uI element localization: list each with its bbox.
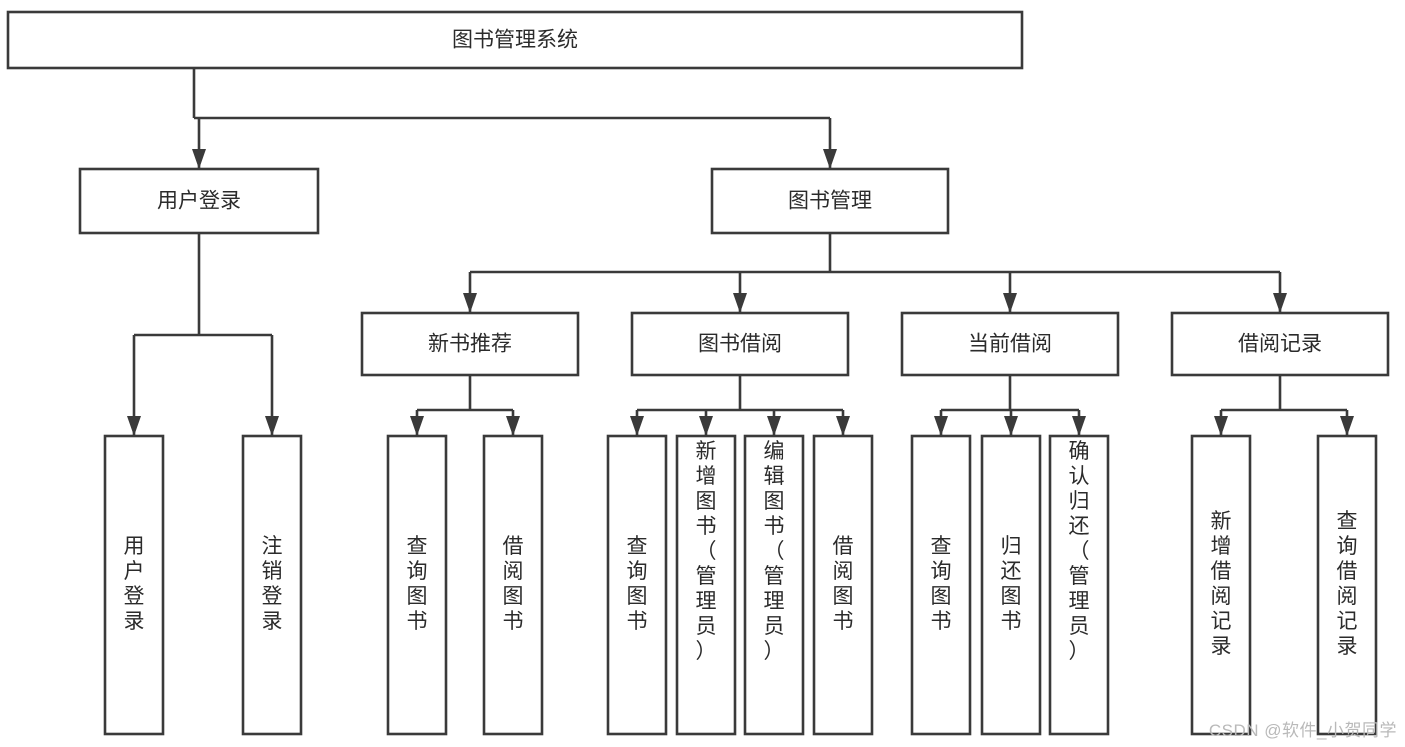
node-label: 查询图书: [407, 535, 428, 633]
node-label: 查询图书: [931, 535, 952, 633]
node-leaf-6[interactable]: 编辑图书（管理员）: [743, 434, 805, 736]
node-level1-1[interactable]: 图书管理: [710, 167, 950, 235]
arrow-head-icon: [1273, 293, 1287, 313]
node-box: [630, 311, 850, 377]
node-box: [482, 434, 544, 736]
node-leaf-8[interactable]: 查询图书: [910, 434, 972, 736]
node-label: 确认归还（管理员）: [1069, 440, 1090, 663]
arrow-head-icon: [1072, 416, 1086, 436]
arrow-head-icon: [699, 416, 713, 436]
diagram-nodes: 图书管理系统用户登录图书管理新书推荐图书借阅当前借阅借阅记录用户登录注销登录查询…: [6, 10, 1390, 736]
node-label: 借阅记录: [1238, 333, 1322, 356]
node-root[interactable]: 图书管理系统: [6, 10, 1024, 70]
node-box: [1190, 434, 1252, 736]
arrow-head-icon: [934, 416, 948, 436]
arrow-head-icon: [1214, 416, 1228, 436]
node-box: [241, 434, 303, 736]
node-box: [812, 434, 874, 736]
arrow-head-icon: [192, 149, 206, 169]
node-leaf-0[interactable]: 用户登录: [103, 434, 165, 736]
node-leaf-12[interactable]: 查询借阅记录: [1316, 434, 1378, 736]
node-label: 编辑图书（管理员）: [764, 440, 785, 663]
node-leaf-4[interactable]: 查询图书: [606, 434, 668, 736]
node-label: 借阅图书: [503, 535, 524, 633]
arrow-head-icon: [410, 416, 424, 436]
node-box: [980, 434, 1042, 736]
node-box: [1170, 311, 1390, 377]
node-box: [360, 311, 580, 377]
arrow-head-icon: [836, 416, 850, 436]
node-leaf-11[interactable]: 新增借阅记录: [1190, 434, 1252, 736]
node-label: 当前借阅: [968, 333, 1052, 356]
node-label: 查询图书: [627, 535, 648, 633]
node-leaf-1[interactable]: 注销登录: [241, 434, 303, 736]
node-box: [900, 311, 1120, 377]
node-label: 用户登录: [157, 190, 241, 213]
connector-edges: [127, 68, 1354, 436]
arrow-head-icon: [823, 149, 837, 169]
node-label: 新书推荐: [428, 333, 512, 356]
arrow-head-icon: [630, 416, 644, 436]
node-leaf-5[interactable]: 新增图书（管理员）: [675, 434, 737, 736]
arrow-head-icon: [463, 293, 477, 313]
arrow-head-icon: [127, 416, 141, 436]
node-box: [910, 434, 972, 736]
node-label: 借阅图书: [833, 535, 854, 633]
node-label: 用户登录: [124, 535, 145, 633]
node-label: 图书管理系统: [452, 29, 578, 52]
arrow-head-icon: [733, 293, 747, 313]
node-label: 归还图书: [1001, 535, 1022, 633]
node-label: 图书借阅: [698, 333, 782, 356]
node-box: [606, 434, 668, 736]
node-level2-3[interactable]: 借阅记录: [1170, 311, 1390, 377]
node-box: [675, 434, 737, 736]
node-level2-2[interactable]: 当前借阅: [900, 311, 1120, 377]
arrow-head-icon: [1340, 416, 1354, 436]
arrow-head-icon: [1003, 293, 1017, 313]
node-label: 查询借阅记录: [1337, 510, 1358, 658]
node-leaf-10[interactable]: 确认归还（管理员）: [1048, 434, 1110, 736]
node-level1-0[interactable]: 用户登录: [78, 167, 320, 235]
node-box: [710, 167, 950, 235]
node-label: 新增图书（管理员）: [696, 440, 717, 663]
node-box: [386, 434, 448, 736]
node-leaf-3[interactable]: 借阅图书: [482, 434, 544, 736]
node-box: [743, 434, 805, 736]
node-box: [103, 434, 165, 736]
watermark-text: CSDN @软件_小贺同学: [1208, 721, 1397, 740]
node-level2-1[interactable]: 图书借阅: [630, 311, 850, 377]
node-box: [1048, 434, 1110, 736]
node-leaf-9[interactable]: 归还图书: [980, 434, 1042, 736]
arrow-head-icon: [506, 416, 520, 436]
arrow-head-icon: [265, 416, 279, 436]
node-box: [6, 10, 1024, 70]
arrow-head-icon: [1004, 416, 1018, 436]
node-label: 注销登录: [262, 535, 283, 633]
node-label: 图书管理: [788, 190, 872, 213]
node-leaf-2[interactable]: 查询图书: [386, 434, 448, 736]
node-leaf-7[interactable]: 借阅图书: [812, 434, 874, 736]
node-label: 新增借阅记录: [1211, 510, 1232, 658]
node-box: [78, 167, 320, 235]
arrow-head-icon: [767, 416, 781, 436]
node-level2-0[interactable]: 新书推荐: [360, 311, 580, 377]
node-box: [1316, 434, 1378, 736]
